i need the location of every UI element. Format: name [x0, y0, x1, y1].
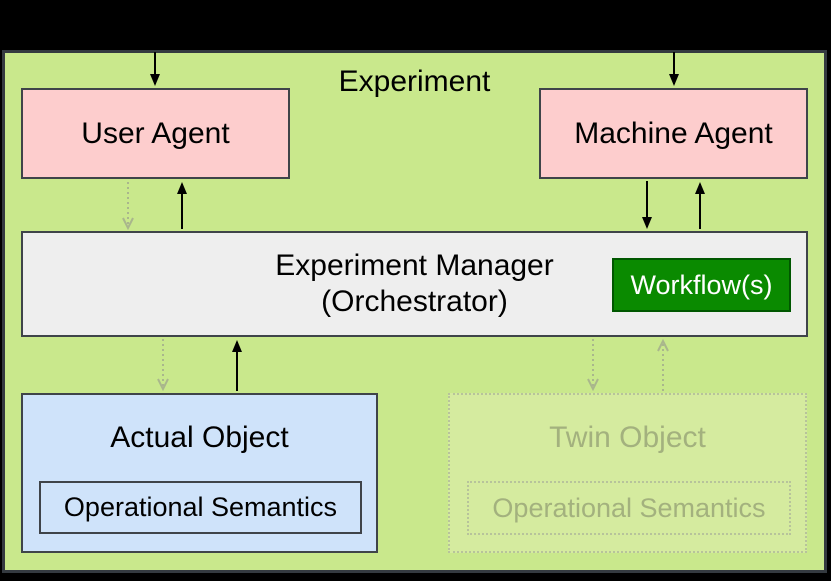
experiment-manager-label-line1: Experiment Manager: [275, 249, 554, 282]
twin-operational-semantics-box: Operational Semantics: [467, 481, 791, 535]
experiment-title: Experiment: [338, 65, 491, 98]
twin-operational-semantics-label: Operational Semantics: [492, 492, 766, 523]
workflow-label: Workflow(s): [630, 269, 773, 300]
node-experiment-manager: Experiment Manager (Orchestrator): [21, 231, 808, 337]
user-agent-label: User Agent: [81, 116, 230, 150]
node-twin-object: Twin Object Operational Semantics: [448, 393, 807, 553]
machine-agent-label: Machine Agent: [574, 116, 773, 150]
actual-object-label: Actual Object: [110, 421, 289, 454]
twin-object-label: Twin Object: [549, 421, 706, 454]
node-machine-agent: Machine Agent: [539, 88, 808, 179]
node-workflow: Workflow(s): [612, 258, 791, 312]
actual-operational-semantics-box: Operational Semantics: [39, 481, 362, 534]
node-actual-object: Actual Object Operational Semantics: [21, 393, 378, 553]
experiment-manager-label-line2: (Orchestrator): [321, 285, 508, 318]
node-user-agent: User Agent: [21, 88, 290, 179]
actual-operational-semantics-label: Operational Semantics: [63, 492, 338, 522]
